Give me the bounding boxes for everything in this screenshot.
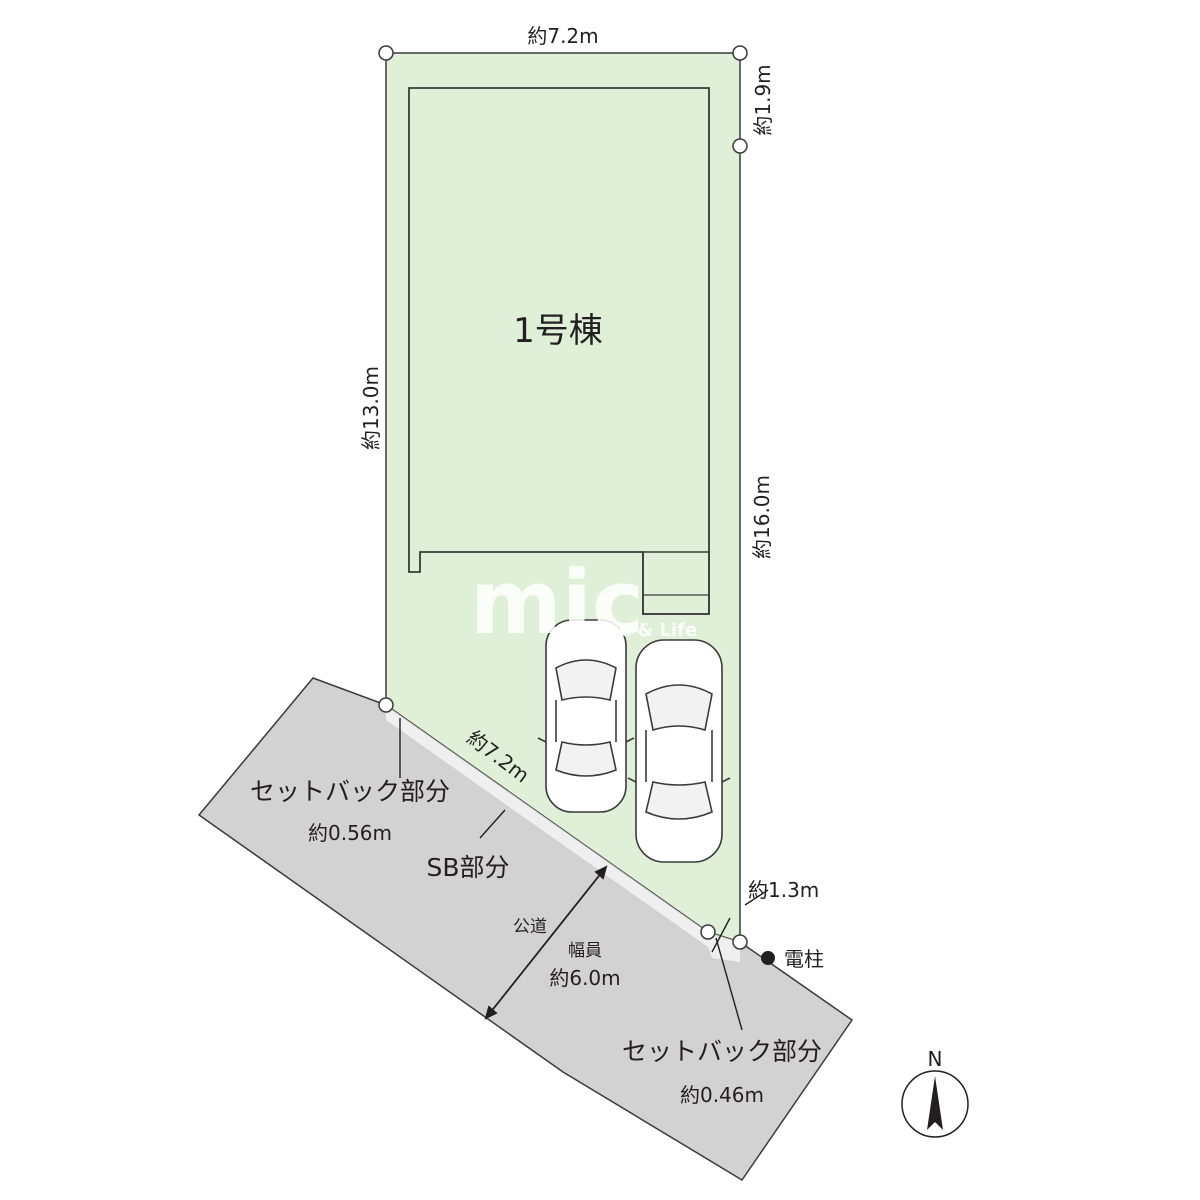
road-label: 公道 [513, 917, 547, 937]
watermark-logo: mic [470, 551, 644, 654]
parked-car-left [537, 619, 635, 813]
road-width-value: 約6.0m [549, 966, 620, 990]
dim-right-label: 約16.0m [750, 475, 774, 559]
boundary-marker [700, 924, 716, 940]
sb-label: SB部分 [426, 853, 509, 882]
leader-lines [399, 718, 769, 1031]
boundary-marker [732, 138, 748, 154]
utility-pole-label: 電柱 [784, 947, 824, 971]
north-arrow-icon [927, 1076, 943, 1130]
boundary-marker [378, 45, 394, 61]
setback-2-value: 約0.46m [680, 1083, 764, 1107]
boundary-marker [378, 697, 394, 713]
north-compass: N [901, 1047, 969, 1138]
setback-1-label: セットバック部分 [250, 777, 450, 806]
building-label: 1号棟 [513, 311, 603, 351]
setback-1-value: 約0.56m [308, 821, 392, 845]
road-width-label: 幅員 [568, 941, 602, 961]
dim-right-upper-label: 約1.9m [751, 64, 775, 135]
watermark-tagline: House & Life [568, 620, 697, 641]
boundary-markers [378, 45, 748, 950]
north-label: N [928, 1047, 943, 1071]
dim-corner-label: 約1.3m [748, 878, 819, 902]
utility-pole-icon [761, 951, 775, 965]
setback-2-label: セットバック部分 [622, 1037, 822, 1066]
dim-top-label: 約7.2m [527, 24, 598, 48]
boundary-marker [732, 45, 748, 61]
boundary-marker [732, 934, 748, 950]
dim-left-label: 約13.0m [359, 366, 383, 450]
setback-strip [386, 705, 740, 962]
porch-outline [642, 551, 710, 615]
parked-car-right [627, 639, 731, 863]
road-width-arrow [484, 865, 608, 1020]
